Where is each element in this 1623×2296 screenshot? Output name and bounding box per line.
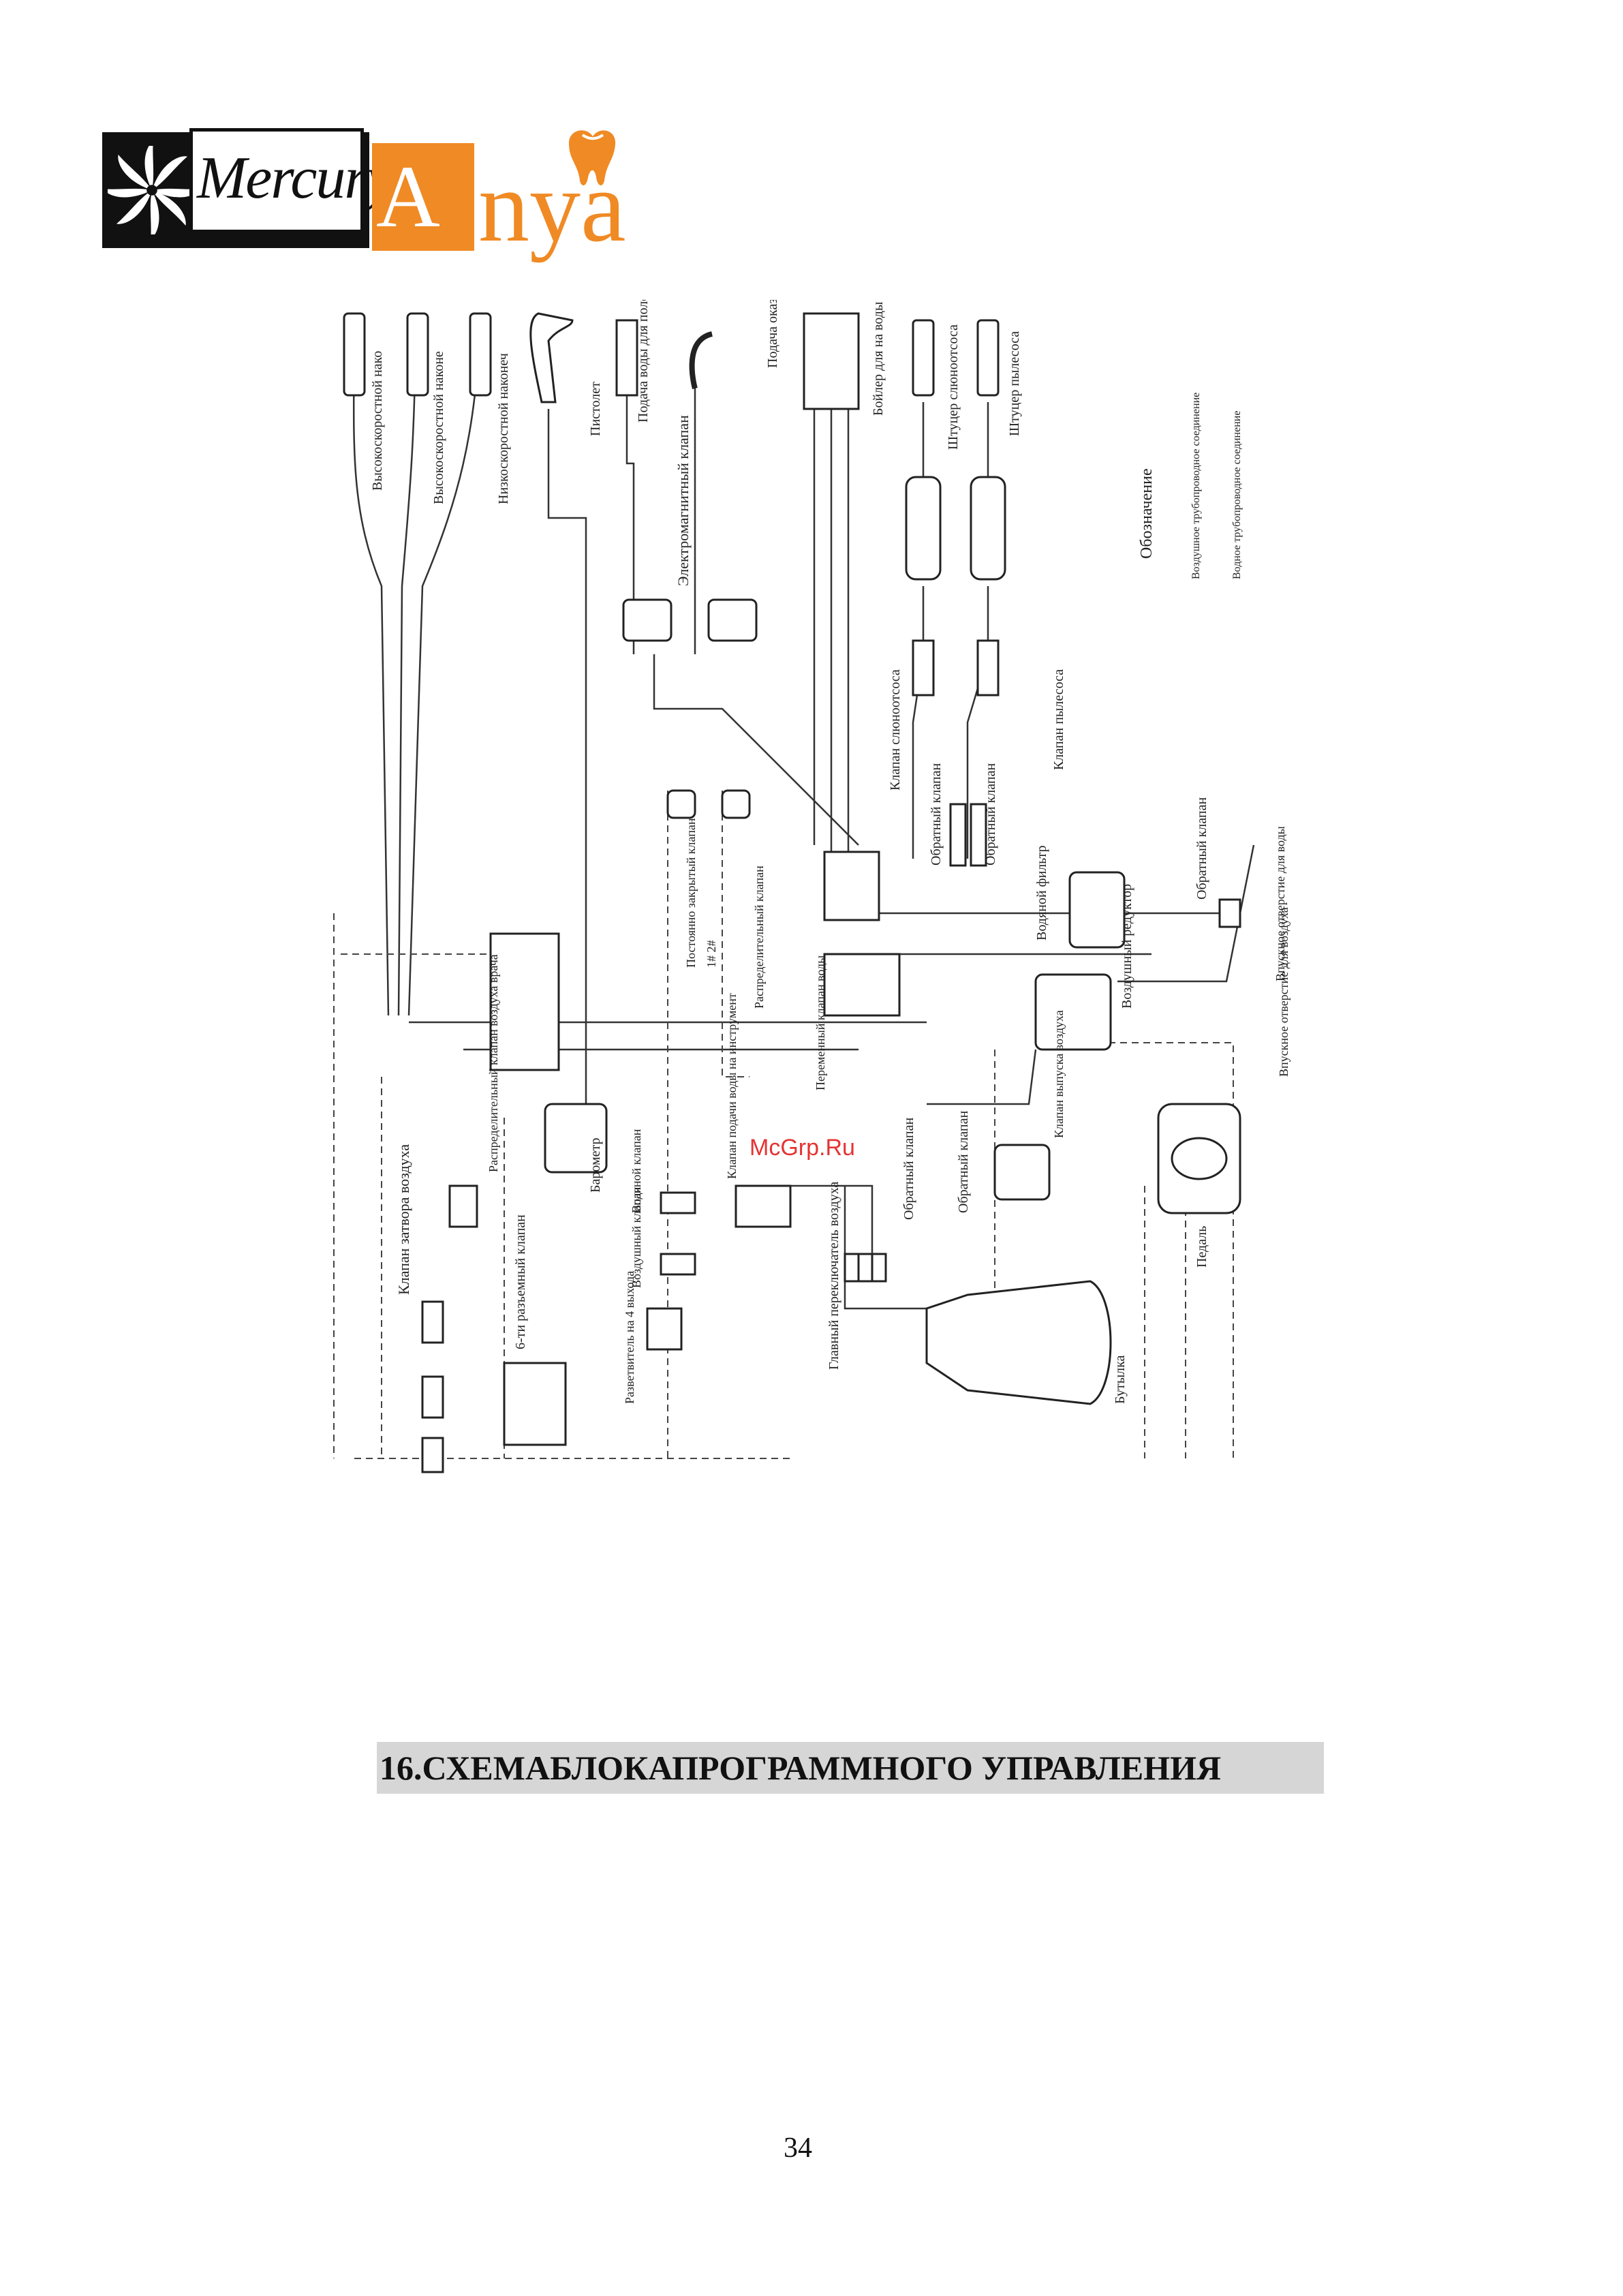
logo-anya-box <box>372 143 474 251</box>
label-nc-numbers: 1# 2# <box>705 940 718 968</box>
logo-anya-first-letter: A <box>376 148 440 246</box>
pneumatic-hydraulic-diagram: Высокоскоростной нако Высокоскоростной н… <box>333 300 1290 1473</box>
label-air-inlet: Впускное отверстие для воздуха <box>1277 907 1290 1077</box>
label-six-way: 6-ти разъемный клапан <box>513 1214 528 1349</box>
label-gun: Пистолет <box>588 382 603 436</box>
label-handpiece-high1: Высокоскоростной нако <box>370 351 385 491</box>
section-heading: 16.СХЕМАБЛОКАПРОГРАММНОГО УПРАВЛЕНИЯ <box>377 1742 1324 1794</box>
label-legend-water: Водное трубопроводное соединение <box>1231 411 1243 579</box>
label-main-switch: Главный переключатель воздуха <box>826 1182 841 1370</box>
label-handpiece-high2: Высокоскоростной наконе <box>431 351 446 504</box>
brand-logo: Mercury ® A nya <box>102 123 626 258</box>
logo-mercury-text: Mercury <box>197 145 393 211</box>
label-distribution-valve: Распределительный клапан <box>752 866 766 1009</box>
label-check-valve-3: Обратный клапан <box>1194 797 1209 900</box>
tooth-icon <box>569 130 616 185</box>
label-handpiece-low: Низкоскоростной наконеч <box>496 353 511 504</box>
label-air-exhaust: Клапан выпуска воздуха <box>1052 1010 1066 1138</box>
label-water-filter: Водяной фильтр <box>1034 845 1049 940</box>
label-supply: Подача оказыв <box>765 300 780 368</box>
pinwheel-icon <box>108 146 196 234</box>
label-check-valve-2: Обратный клапан <box>983 763 998 866</box>
watermark-text: McGrp.Ru <box>749 1135 855 1161</box>
label-saliva-valve: Клапан слюноотсоса <box>888 669 903 791</box>
label-water-inst-valve: Клапан подачи воды на инструмент <box>725 993 739 1179</box>
label-solenoid: Электромагнитный клапан <box>675 415 692 586</box>
label-bottle: Бутылка <box>1113 1355 1128 1404</box>
logo-mercury-panel: Mercury <box>189 128 393 233</box>
label-normally-closed: Постоянно закрытый клапан <box>684 818 698 968</box>
label-check-valve-5: Обратный клапан <box>956 1111 971 1213</box>
label-air-shutter: Клапан затвора воздуха <box>395 1144 412 1295</box>
label-doctor-air-valve: Распределительный клапан воздуха врача <box>486 954 500 1172</box>
label-water-switch: Переменный клапан воды <box>814 955 827 1090</box>
page-number: 34 <box>784 2132 812 2164</box>
label-air-valve: Воздушный клапан <box>630 1187 643 1288</box>
label-check-valve-1: Обратный клапан <box>929 763 944 866</box>
label-water-rinse: Подача воды для полоскания <box>636 300 651 423</box>
label-saliva-fitting: Штуцер слюноотсоса <box>946 324 961 450</box>
label-boiler: Бойлер для на воды <box>871 302 886 416</box>
label-water-valve: Водяной клапан <box>630 1129 643 1213</box>
label-barometer: Барометр <box>588 1138 603 1193</box>
label-legend-title: Обозначение <box>1138 468 1156 559</box>
logo-registered-mark: ® <box>345 136 357 155</box>
label-air-reducer: Воздушный редуктор <box>1119 884 1134 1009</box>
label-vacuum-valve: Клапан пылесоса <box>1051 669 1066 770</box>
label-pedal: Педаль <box>1194 1226 1209 1268</box>
label-check-valve-4: Обратный клапан <box>901 1118 916 1220</box>
label-distributor: Разветвитель на 4 выхода <box>623 1271 636 1404</box>
label-vacuum-fitting: Штуцер пылесоса <box>1007 331 1022 436</box>
label-legend-air: Воздушное трубопроводное соединение <box>1190 393 1202 579</box>
label-water-inlet: Впускное отверстие для воды <box>1273 826 1287 981</box>
